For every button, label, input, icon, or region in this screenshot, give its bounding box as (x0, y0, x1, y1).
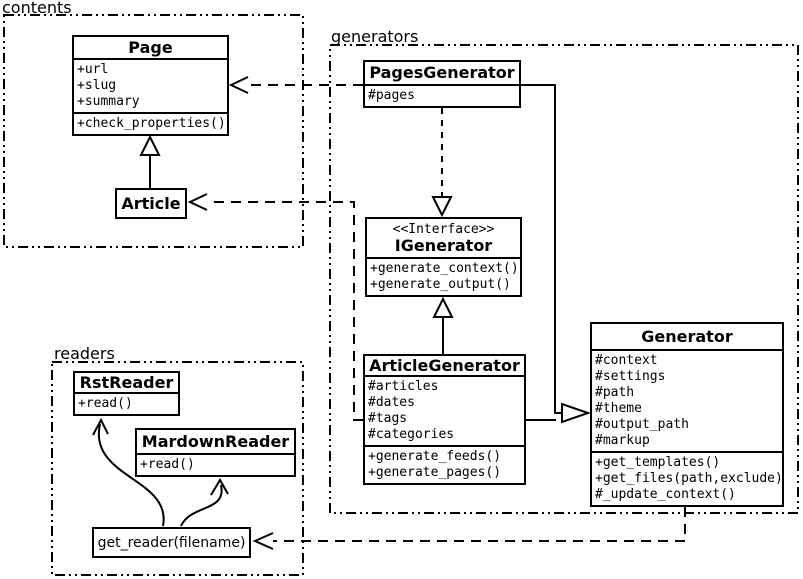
class-box-pagesgenerator: PagesGenerator #pages (363, 60, 521, 108)
attribute-line: #path (595, 385, 635, 400)
arrow-getreader-to-mardownreader (180, 478, 229, 527)
attribute-line: #pages (368, 88, 415, 103)
arrow-getreader-to-rstreader (92, 417, 165, 527)
method-line: +get_templates() (595, 455, 721, 470)
class-attributes: #pages (365, 84, 519, 106)
class-title: Page (128, 37, 173, 57)
function-box-get-reader: get_reader(filename) (92, 527, 251, 558)
class-title: ArticleGenerator (369, 355, 520, 375)
attribute-line: #context (595, 353, 658, 368)
realization-arrow-pagesgenerator-to-igenerator (431, 108, 453, 218)
class-attributes: #articles #dates #tags #categories (365, 375, 524, 445)
dependency-arrow-articlegenerator-to-article (187, 193, 363, 421)
class-title: PagesGenerator (369, 63, 515, 82)
attribute-line: +url (77, 62, 109, 77)
class-box-article: Article (115, 188, 187, 219)
generalization-arrow-article-to-page (139, 134, 161, 188)
class-box-generator: Generator #context #settings #path #them… (590, 322, 784, 507)
class-title: RstReader (79, 372, 174, 392)
attribute-line: +slug (77, 78, 117, 93)
class-attributes: #context #settings #path #theme #output_… (592, 349, 782, 451)
method-line: +check_properties() (77, 116, 226, 131)
attribute-line: #settings (595, 369, 666, 384)
class-title: Article (121, 193, 181, 213)
package-border-generators (329, 44, 799, 514)
class-box-rstreader: RstReader +read() (73, 371, 180, 416)
class-box-igenerator: <<Interface>> IGenerator +generate_conte… (365, 217, 522, 297)
class-title: IGenerator (394, 235, 493, 255)
method-line: +generate_context() (370, 261, 519, 276)
class-methods: +read() (75, 392, 178, 414)
method-line: +generate_output() (370, 277, 511, 292)
package-label-generators: generators (331, 27, 419, 46)
attribute-line: #categories (368, 427, 455, 442)
dependency-arrow-pagesgenerator-to-page (228, 76, 363, 94)
package-label-contents: contents (2, 0, 72, 17)
class-stereotype: <<Interface>> (392, 221, 495, 237)
class-methods: +read() (137, 453, 294, 475)
method-line: +read() (140, 457, 195, 472)
attribute-line: +summary (77, 94, 140, 109)
generalization-arrow-generators-to-generator (520, 84, 592, 424)
method-line: #_update_context() (595, 487, 736, 502)
method-line: +get_files(path,exclude) (595, 471, 782, 486)
method-line: +read() (78, 396, 133, 411)
class-title: Generator (641, 326, 733, 346)
class-methods: +get_templates() +get_files(path,exclude… (592, 451, 782, 505)
attribute-line: #markup (595, 433, 650, 448)
class-methods: +generate_context() +generate_output() (367, 257, 520, 295)
class-box-page: Page +url +slug +summary +check_properti… (72, 35, 229, 136)
class-methods: +generate_feeds() +generate_pages() (365, 445, 524, 483)
class-title: MardownReader (141, 431, 290, 451)
attribute-line: #tags (368, 411, 408, 426)
dependency-arrow-generator-to-getreader (252, 507, 686, 550)
generalization-arrow-articlegenerator-to-igenerator (432, 296, 454, 354)
class-title-block: <<Interface>> IGenerator (367, 219, 520, 257)
function-label: get_reader(filename) (97, 534, 246, 551)
class-box-articlegenerator: ArticleGenerator #articles #dates #tags … (363, 354, 526, 485)
class-box-mardownreader: MardownReader +read() (135, 428, 296, 477)
attribute-line: #theme (595, 401, 642, 416)
package-label-readers: readers (54, 344, 115, 363)
attribute-line: #articles (368, 379, 439, 394)
package-border-contents (3, 14, 304, 248)
method-line: +generate_pages() (368, 465, 502, 480)
class-attributes: +url +slug +summary (74, 58, 227, 112)
attribute-line: #output_path (595, 417, 689, 432)
package-border-readers (51, 361, 304, 576)
attribute-line: #dates (368, 395, 415, 410)
method-line: +generate_feeds() (368, 449, 502, 464)
class-methods: +check_properties() (74, 112, 227, 134)
